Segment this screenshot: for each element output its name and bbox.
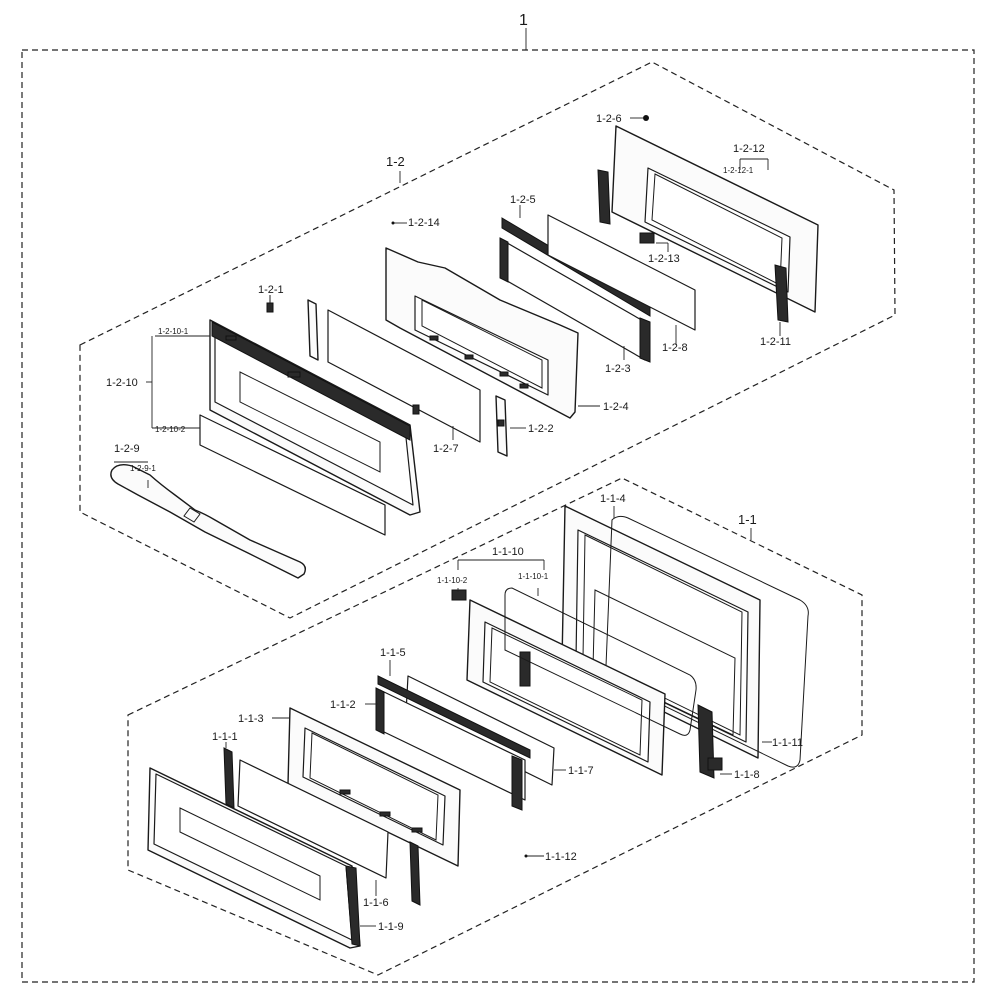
label-1-1-10-1: 1-1-10-1: [518, 572, 549, 581]
label-1-1-2: 1-1-2: [330, 699, 356, 711]
label-1-1-4: 1-1-4: [600, 493, 626, 505]
label-1-2-6: 1-2-6: [596, 113, 622, 125]
label-1-2-10-2: 1-2-10-2: [155, 425, 186, 434]
hinge-1-1-8[interactable]: [697, 704, 723, 779]
leaders-lower: [225, 506, 772, 927]
side-trim-1-1-1[interactable]: [223, 747, 235, 809]
label-1-1-10-2: 1-1-10-2: [437, 576, 468, 585]
label-1-1-1: 1-1-1: [212, 731, 238, 743]
label-1-2-9-1: 1-2-9-1: [130, 464, 156, 473]
label-1-1-6: 1-1-6: [363, 897, 389, 909]
inner-door-frame-upper[interactable]: [597, 115, 819, 323]
glass-pack-1-1-5[interactable]: [375, 675, 531, 811]
label-1-1-10: 1-1-10: [492, 546, 524, 558]
label-upper-group: 1-2: [386, 154, 405, 169]
label-1-1-5: 1-1-5: [380, 647, 406, 659]
label-1-2-13: 1-2-13: [648, 253, 680, 265]
label-1-2-4: 1-2-4: [603, 401, 629, 413]
glass-1-1-6[interactable]: [237, 759, 389, 879]
label-1-2-7: 1-2-7: [433, 443, 459, 455]
label-1-1-8: 1-1-8: [734, 769, 760, 781]
label-1-2-10: 1-2-10: [106, 377, 138, 389]
label-1-2-9: 1-2-9: [114, 443, 140, 455]
leaders-upper: [114, 117, 781, 488]
label-1-2-12: 1-2-12: [733, 143, 765, 155]
bracket-1-2-2[interactable]: [495, 395, 508, 457]
upper-door-group: 1-2: [79, 61, 896, 619]
inner-frame-1-2-4[interactable]: [385, 247, 579, 419]
label-1-2-11: 1-2-11: [760, 336, 791, 348]
outer-door-panel-lower[interactable]: [147, 767, 361, 949]
label-1-1-11: 1-1-11: [772, 737, 803, 749]
label-1-2-14: 1-2-14: [408, 217, 440, 229]
label-1-2-5: 1-2-5: [510, 194, 536, 206]
bracket-lower[interactable]: [409, 841, 421, 906]
outer-door-panel-upper[interactable]: [209, 319, 421, 516]
label-lower-group: 1-1: [738, 512, 757, 527]
label-assembly-root: 1: [519, 12, 528, 29]
glass-1-2-8[interactable]: [547, 214, 696, 331]
trim-glass-upper[interactable]: [199, 414, 386, 536]
label-1-2-1: 1-2-1: [258, 284, 284, 296]
label-1-1-3: 1-1-3: [238, 713, 264, 725]
label-1-2-8: 1-2-8: [662, 342, 688, 354]
inner-frame-1-1-10[interactable]: [451, 587, 697, 776]
label-1-1-9: 1-1-9: [378, 921, 404, 933]
inner-frame-1-1-3[interactable]: [287, 707, 461, 867]
lower-door-group: 1-1: [127, 477, 863, 976]
label-1-2-2: 1-2-2: [528, 423, 554, 435]
label-1-2-3: 1-2-3: [605, 363, 631, 375]
side-trim-left-upper[interactable]: [307, 299, 319, 361]
label-1-2-10-1: 1-2-10-1: [158, 327, 189, 336]
label-1-1-7: 1-1-7: [568, 765, 594, 777]
label-1-1-12: 1-1-12: [545, 851, 577, 863]
door-handle-upper[interactable]: [110, 463, 307, 579]
door-back-frame-lower[interactable]: [561, 505, 761, 759]
assembly-outline: 1: [21, 12, 975, 983]
inner-glass-1-2-7[interactable]: [327, 309, 481, 443]
label-1-2-12-1: 1-2-12-1: [723, 166, 754, 175]
